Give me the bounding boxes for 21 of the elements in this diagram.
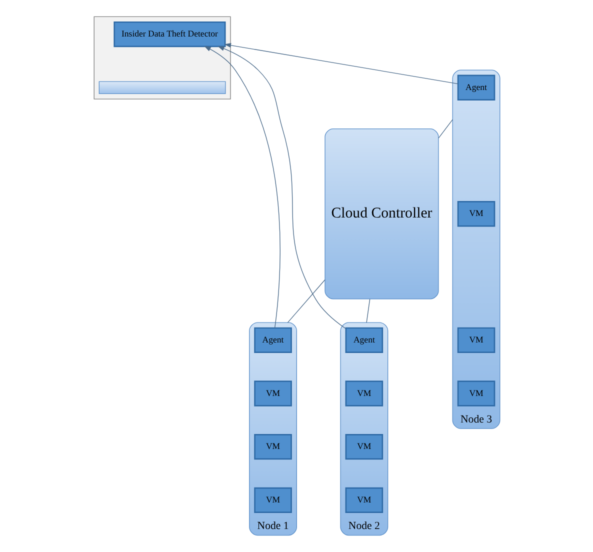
connector: [286, 279, 325, 323]
arrow: [217, 46, 346, 329]
node-box: VM: [456, 201, 495, 227]
node-box: Agent: [344, 327, 383, 353]
node-box: Cloud Controller: [324, 128, 438, 300]
node-box: Insider Data Theft Detector: [113, 21, 226, 48]
node-bar: [98, 81, 226, 94]
arrow: [224, 43, 458, 84]
node-box: VM: [254, 434, 292, 460]
node-box: VM: [456, 380, 495, 406]
node-box: Agent: [254, 327, 292, 353]
node-box: VM: [254, 487, 292, 513]
connector: [366, 298, 370, 323]
node-box: VM: [254, 380, 292, 406]
node-box: VM: [344, 434, 383, 460]
connector: [438, 119, 452, 138]
node-box: VM: [344, 380, 383, 406]
node-box: VM: [344, 487, 383, 513]
node-box: Agent: [456, 74, 495, 100]
node-box: VM: [456, 327, 495, 353]
arrow: [204, 46, 280, 328]
